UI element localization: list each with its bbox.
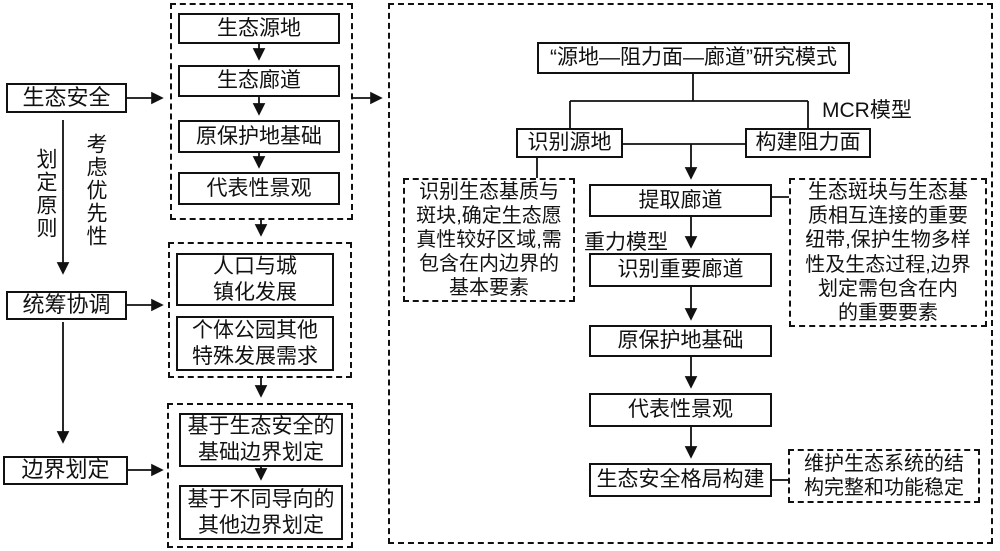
group-priority-elements xyxy=(170,3,353,220)
node-eco-source: 生态源地 xyxy=(178,13,340,44)
node-identify-important-corridor: 识别重要廊道 xyxy=(589,253,772,287)
node-extract-corridor: 提取廊道 xyxy=(589,184,772,217)
node-eco-corridor: 生态廊道 xyxy=(178,65,340,97)
node-representative-landscape: 代表性景观 xyxy=(178,172,340,205)
node-boundary-delineation: 边界划定 xyxy=(3,456,128,485)
node-protected-area-base: 原保护地基础 xyxy=(178,120,340,153)
node-protected-area-base-right: 原保护地基础 xyxy=(589,325,772,357)
note-corridor: 生态斑块与生态基 质相互连接的重要 纽带,保护生物多样 性及生态过程,边界 划定… xyxy=(789,178,987,327)
node-esp-construction: 生态安全格局构建 xyxy=(589,463,772,497)
group-coordination-factors xyxy=(168,242,352,378)
label-delineation-principles: 划定原则 xyxy=(34,148,57,240)
left-column-wires xyxy=(56,91,164,477)
node-build-resistance-surface: 构建阻力面 xyxy=(745,128,871,158)
node-representative-landscape-right: 代表性景观 xyxy=(589,393,772,427)
node-eco-security: 生态安全 xyxy=(6,83,127,113)
label-mcr-model: MCR模型 xyxy=(822,99,912,122)
node-basic-boundary: 基于生态安全的 基础边界划定 xyxy=(179,413,343,467)
node-research-model-title: “源地—阻力面—廊道”研究模式 xyxy=(537,42,850,74)
label-consider-priority: 考虑优先性 xyxy=(84,133,107,248)
node-other-boundary: 基于不同导向的 其他边界划定 xyxy=(179,485,343,540)
note-esp: 维护生态系统的结 构完整和功能稳定 xyxy=(788,449,980,503)
note-identify-source: 识别生态基质与 斑块,确定生态愿 真性较好区域,需 包含在内边界的 基本要素 xyxy=(403,178,575,302)
panel-research-model xyxy=(388,3,993,544)
label-gravity-model: 重力模型 xyxy=(584,231,668,254)
node-park-special-needs: 个体公园其他 特殊发展需求 xyxy=(176,316,334,371)
group-boundary-delineation xyxy=(167,403,353,548)
node-identify-source: 识别源地 xyxy=(516,128,623,158)
node-population-urbanization: 人口与城 镇化发展 xyxy=(176,253,334,306)
node-coordination: 统筹协调 xyxy=(6,291,127,320)
